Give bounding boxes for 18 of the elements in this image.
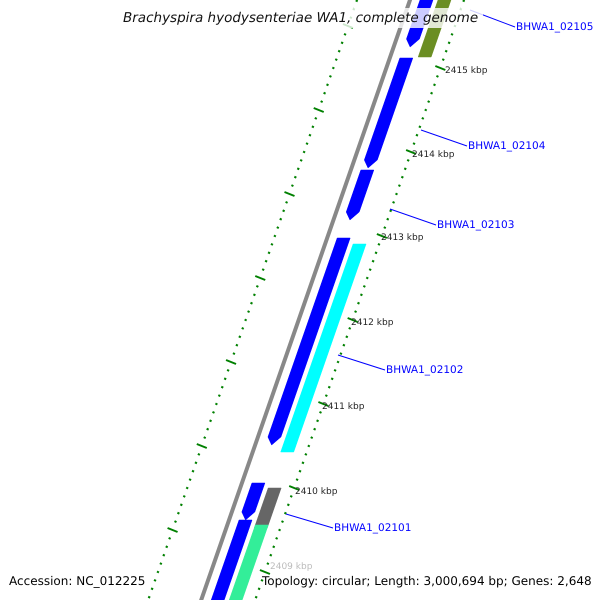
gene-label: BHWA1_02102 <box>386 363 464 377</box>
tick-label: 2412 kbp <box>351 317 394 330</box>
tick-label: 2410 kbp <box>295 486 338 499</box>
tick-label: 2414 kbp <box>412 149 454 162</box>
leader-line <box>420 130 468 146</box>
gene-label: BHWA1_02101 <box>334 521 412 535</box>
gene-label: BHWA1_02103 <box>437 218 514 232</box>
accession-text: Accession: NC_012225 <box>9 574 146 588</box>
leader-line <box>286 514 334 528</box>
tick-label: 2413 kbp <box>381 232 424 245</box>
leader-line <box>338 354 386 370</box>
gene-label: BHWA1_02104 <box>468 139 546 153</box>
tick-label: 2411 kbp <box>322 401 364 414</box>
leader-line <box>390 208 436 226</box>
tick-label: 2415 kbp <box>445 65 488 78</box>
tick-label: 2409 kbp <box>270 561 312 574</box>
gene-label: BHWA1_02105 <box>516 20 594 34</box>
topology-text: Topology: circular; Length: 3,000,694 bp; Genes: 2,648 <box>262 574 592 588</box>
